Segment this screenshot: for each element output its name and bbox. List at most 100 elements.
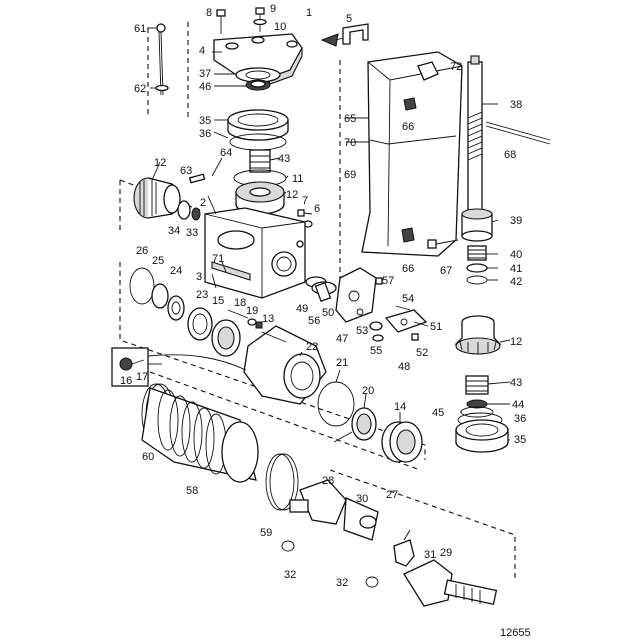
part-16-cable — [147, 354, 247, 371]
part-35-lower-bearing-cup — [455, 419, 509, 453]
label-8: 8 — [206, 7, 212, 19]
part-58-bellows — [141, 387, 259, 483]
label-63: 63 — [180, 165, 192, 177]
label-3: 3 — [196, 271, 202, 283]
part-8-screw — [216, 9, 226, 34]
part-32-circlip-left — [281, 540, 295, 552]
part-5-clip — [342, 23, 369, 45]
part-12-left-gear — [133, 177, 181, 219]
assembly-line-lower-left — [119, 262, 426, 460]
label-56: 56 — [308, 315, 320, 327]
label-1: 1 — [306, 7, 312, 19]
label-45: 45 — [432, 407, 444, 419]
part-67-bolt — [427, 239, 459, 249]
label-24: 24 — [170, 265, 182, 277]
part-71-dowel — [221, 261, 227, 273]
label-47: 47 — [336, 333, 348, 345]
part-28-yoke — [289, 479, 347, 525]
label-66-upper: 66 — [402, 121, 414, 133]
label-64: 64 — [220, 147, 232, 159]
part-51-screw — [413, 321, 429, 327]
part-38-vertical-shaft — [467, 55, 483, 211]
part-68-rod — [485, 121, 551, 145]
label-12-upper: 12 — [286, 189, 298, 201]
part-13-nut — [255, 321, 263, 329]
leader-lines — [147, 27, 511, 443]
part-50-shaft — [314, 281, 332, 303]
part-42-snap-ring — [466, 275, 488, 285]
label-10: 10 — [274, 21, 286, 33]
assembly-line-27 — [329, 469, 516, 580]
part-2-upper-gear-housing — [204, 207, 306, 299]
label-29: 29 — [440, 547, 452, 559]
label-43-lower: 43 — [510, 377, 522, 389]
label-35-lower: 35 — [514, 434, 526, 446]
label-9: 9 — [270, 3, 276, 15]
part-48-bracket — [384, 309, 428, 333]
label-32-right: 32 — [336, 577, 348, 589]
label-26: 26 — [136, 245, 148, 257]
label-27: 27 — [386, 489, 398, 501]
part-37-gasket — [235, 67, 281, 83]
label-7: 7 — [302, 195, 308, 207]
label-67: 67 — [440, 265, 452, 277]
part-19-washer — [247, 318, 257, 326]
label-54: 54 — [402, 293, 414, 305]
part-72-bracket — [417, 61, 439, 81]
part-12-lower-bevel-gear — [454, 315, 502, 355]
label-2: 2 — [200, 197, 206, 209]
label-12-right: 12 — [510, 336, 522, 348]
label-52: 52 — [416, 347, 428, 359]
label-23: 23 — [196, 289, 208, 301]
part-66-plug-upper — [403, 97, 417, 111]
label-48: 48 — [398, 361, 410, 373]
label-69: 69 — [344, 169, 356, 181]
label-37: 37 — [199, 68, 211, 80]
part-15-bearing — [211, 319, 241, 357]
part-66-plug-lower — [401, 227, 415, 243]
part-35-bearing-cup — [227, 109, 289, 141]
part-labels: 1 2 3 4 5 6 7 8 9 10 11 12 12 12 13 14 1… — [120, 3, 531, 639]
part-14-bearing — [381, 421, 423, 463]
label-34: 34 — [168, 225, 180, 237]
label-65: 65 — [344, 113, 356, 125]
part-24-ring — [167, 295, 185, 321]
label-32-left: 32 — [284, 569, 296, 581]
part-62-oring — [155, 84, 169, 92]
part-39-bearing — [461, 208, 493, 242]
part-63-key — [188, 173, 206, 184]
label-41: 41 — [510, 263, 522, 275]
part-30-cross-yoke — [343, 497, 379, 541]
part-23-seal — [187, 307, 213, 341]
label-46: 46 — [199, 81, 211, 93]
part-32-circlip-right — [365, 576, 379, 588]
label-60: 60 — [142, 451, 154, 463]
label-15: 15 — [212, 295, 224, 307]
label-66-lower: 66 — [402, 263, 414, 275]
label-51: 51 — [430, 321, 442, 333]
part-10-washer — [253, 18, 267, 26]
part-43-lower-bearing — [465, 375, 489, 395]
part-31-spider — [393, 529, 415, 567]
label-58: 58 — [186, 485, 198, 497]
label-22: 22 — [306, 341, 318, 353]
part-16-17-sender-box — [111, 347, 149, 387]
label-20: 20 — [362, 385, 374, 397]
part-52-nut — [411, 333, 419, 341]
label-19: 19 — [246, 305, 258, 317]
label-4: 4 — [199, 45, 205, 57]
part-22-lower-housing — [243, 325, 327, 405]
label-43-upper: 43 — [278, 153, 290, 165]
label-62: 62 — [134, 83, 146, 95]
part-21-oring — [317, 381, 355, 427]
label-59: 59 — [260, 527, 272, 539]
part-43-bearing — [249, 149, 271, 173]
drawing-number: 12655 — [500, 627, 531, 639]
part-47-bracket — [335, 267, 377, 323]
part-20-seal — [351, 407, 377, 441]
label-49: 49 — [296, 303, 308, 315]
label-31: 31 — [424, 549, 436, 561]
part-53-bushing — [369, 321, 383, 331]
part-55-washer — [372, 334, 384, 342]
